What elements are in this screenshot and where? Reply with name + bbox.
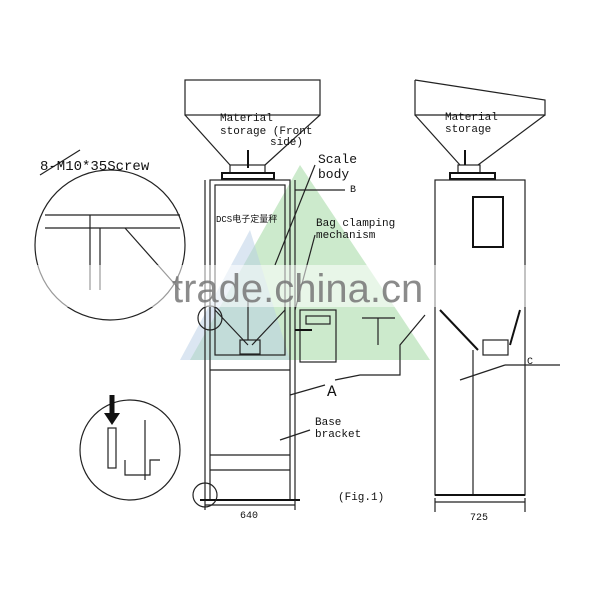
side-hopper xyxy=(414,79,546,180)
label-c: C xyxy=(527,357,533,368)
base-bracket-line2: bracket xyxy=(315,429,361,441)
material-side-line2: storage xyxy=(445,124,491,136)
watermark-band xyxy=(0,265,600,307)
side-frame xyxy=(434,179,560,512)
scale-body-line1: Scale xyxy=(318,152,357,167)
scale-body-line2: body xyxy=(318,167,349,182)
bag-clamping-line1: Bag clamping xyxy=(316,218,395,230)
dimension-640 xyxy=(204,500,296,510)
material-front-line3: side) xyxy=(270,137,303,149)
material-front-line2: storage (Front xyxy=(220,126,312,138)
bag-clamping-line2: mechanism xyxy=(316,230,376,242)
dimension-725-label: 725 xyxy=(470,513,488,524)
watermark-text: trade.china.cn xyxy=(172,267,423,311)
screw-label: 8-M10*35Screw xyxy=(40,159,150,175)
material-side-line1: Material xyxy=(445,112,498,124)
front-frame xyxy=(200,179,300,501)
dimension-640-label: 640 xyxy=(240,511,258,522)
control-panel xyxy=(295,309,337,363)
base-bracket-line1: Base xyxy=(315,417,341,429)
material-front-line1: Material xyxy=(220,113,273,125)
label-a: A xyxy=(327,383,337,401)
dcs-label: DCS电子定量秤 xyxy=(216,213,277,225)
figure-caption: (Fig.1) xyxy=(338,492,384,504)
base-detail xyxy=(79,395,181,501)
front-hopper xyxy=(184,79,321,180)
label-b: B xyxy=(350,185,356,196)
